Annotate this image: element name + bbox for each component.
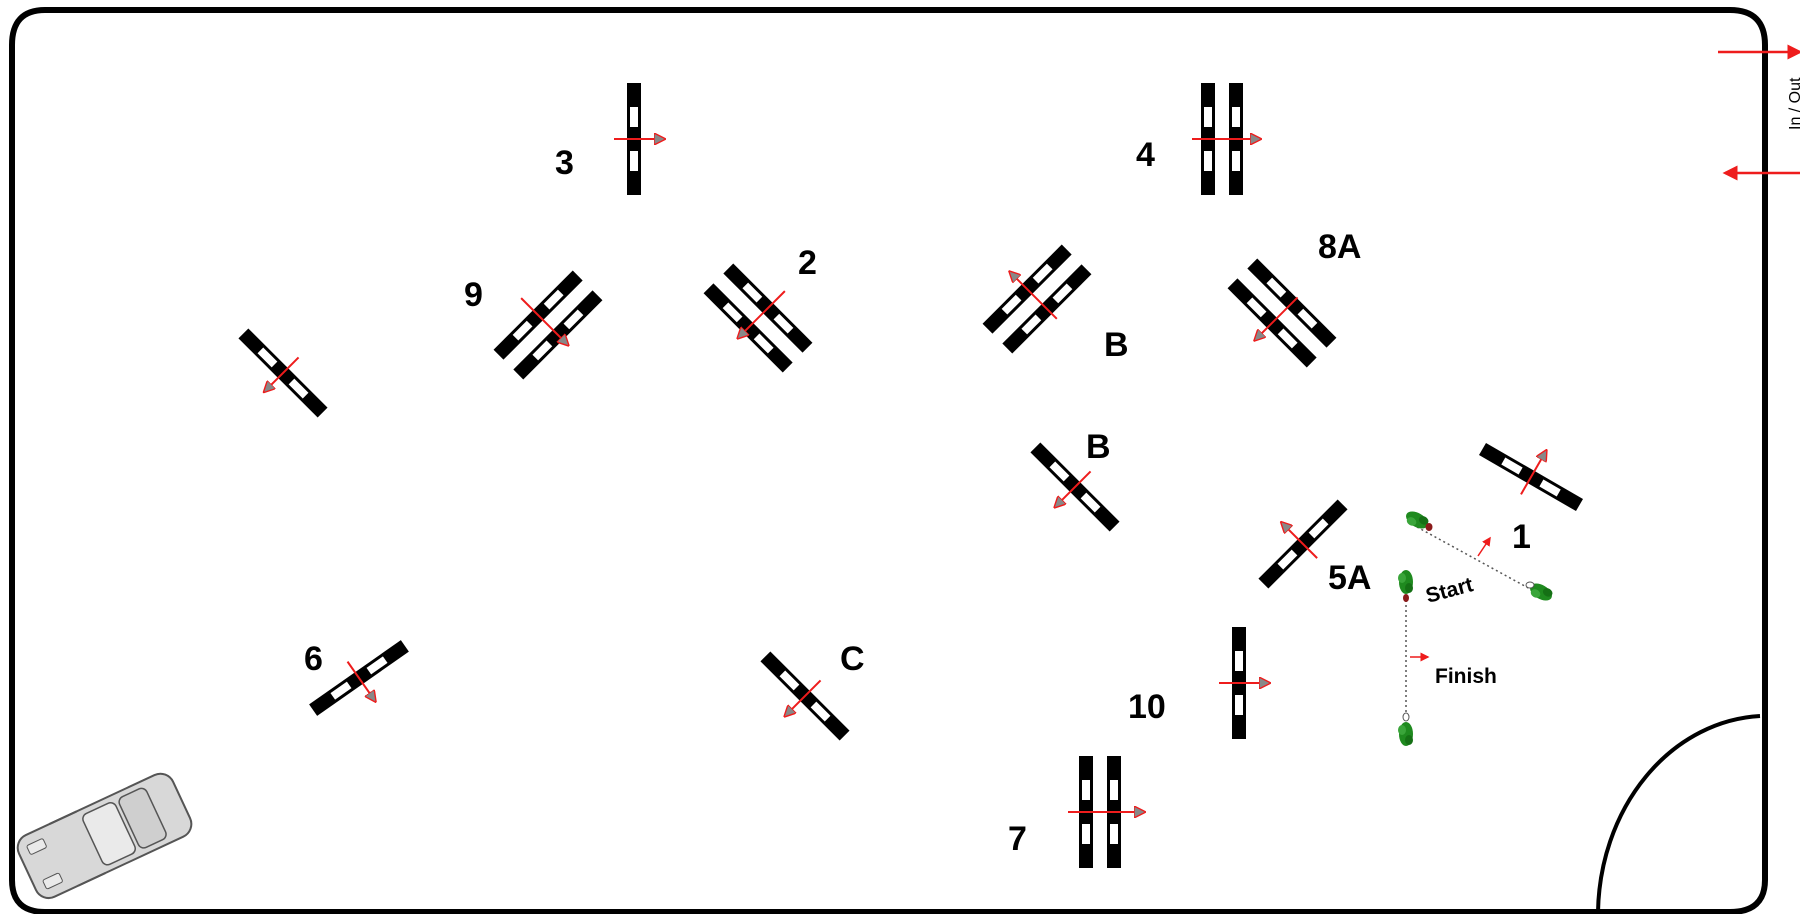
label-gate-5a: 5A	[1328, 559, 1371, 597]
label-gate-c: C	[840, 640, 865, 678]
finish-line	[1398, 570, 1430, 746]
finish-label: Finish	[1435, 665, 1497, 688]
label-gate-4: 4	[1136, 136, 1155, 174]
cone-icon	[1398, 570, 1413, 594]
gate-4	[1192, 83, 1260, 195]
label-gate-3: 3	[555, 144, 574, 182]
gate-b-upper	[971, 233, 1097, 359]
exit-arrows: In / Out	[1718, 44, 1800, 181]
label-gate-2: 2	[798, 244, 817, 282]
gate-c	[760, 651, 850, 741]
label-gate-6: 6	[304, 640, 323, 678]
gate-left	[238, 328, 328, 418]
label-gate-b-upper: B	[1104, 326, 1129, 364]
label-gate-9: 9	[464, 276, 483, 314]
start-label: Start	[1423, 573, 1475, 608]
gate-2	[699, 252, 825, 378]
start-line	[1402, 507, 1555, 605]
label-gate-7: 7	[1008, 820, 1027, 858]
gate-9	[482, 259, 608, 385]
gate-6	[309, 640, 409, 716]
label-gate-b-middle: B	[1086, 428, 1111, 466]
corner-arc	[1596, 714, 1761, 913]
gate-7	[1068, 756, 1144, 868]
cone-icon	[1398, 722, 1413, 746]
gate-5a	[1258, 499, 1348, 589]
car-icon	[16, 772, 193, 900]
gate-1	[1479, 442, 1583, 512]
arena-boundary	[9, 7, 1768, 914]
gate-b-middle	[1030, 442, 1120, 532]
label-gate-1: 1	[1512, 518, 1531, 556]
label-gate-8a: 8A	[1318, 228, 1361, 266]
label-gate-10: 10	[1128, 688, 1166, 726]
gate-3	[614, 83, 664, 195]
gate-8a	[1216, 258, 1338, 380]
exit-label: In / Out	[1787, 77, 1800, 130]
gate-10	[1219, 627, 1269, 739]
